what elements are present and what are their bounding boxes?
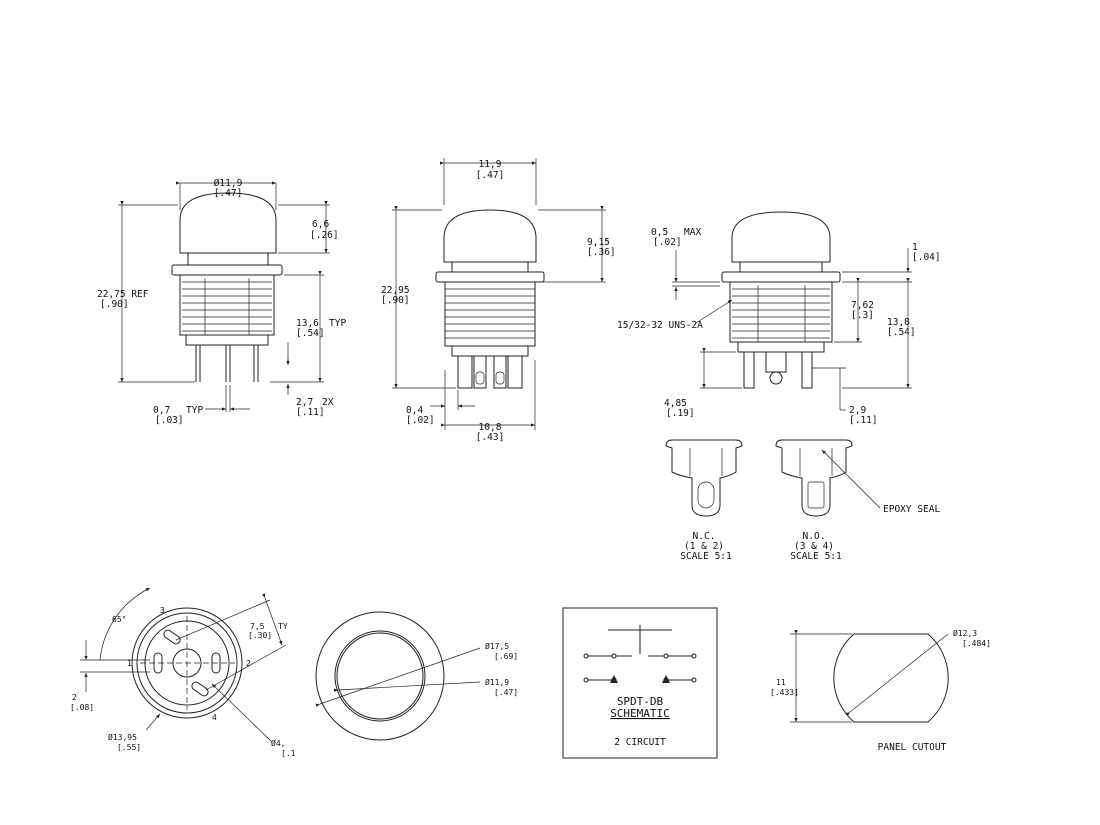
dim-pin-spacing-right-in: [.11]: [849, 415, 878, 426]
pin-4-label: 4: [212, 713, 217, 722]
dim-cap-diameter-in: [.47]: [214, 188, 243, 199]
dim-overall: 22,75 REF: [97, 289, 149, 300]
dim-inner-diameter: Ø11,9: [485, 677, 509, 687]
dim-mid-overall-in: [.90]: [381, 295, 410, 306]
dim-mid-overall: 22,95: [381, 285, 410, 296]
bottom-view: [80, 587, 287, 743]
epoxy-seal-label: EPOXY SEAL: [883, 504, 940, 515]
dim-body-in: [.54]: [887, 327, 916, 338]
angle-label: 65°: [112, 615, 126, 624]
no-pins: (3 & 4): [794, 541, 834, 552]
pin-3-label: 3: [160, 606, 165, 615]
dim-thread-length: 7,62: [851, 300, 874, 311]
dim-inner-diameter-in: [.47]: [494, 688, 518, 697]
dim-gap-in: [.02]: [653, 237, 682, 248]
panel-cutout: [790, 629, 949, 723]
dim-offset: 2: [72, 693, 77, 702]
pin-1-label: 1: [127, 659, 132, 668]
dim-cutout-flat-in: [.433]: [770, 688, 799, 697]
left-side-view: [118, 181, 330, 412]
dim-mid-width: 11,9: [479, 159, 502, 170]
dim-pin-length: 4,85: [664, 398, 687, 409]
dim-mid-cap-height-in: [.36]: [587, 247, 616, 258]
pin-2-label: 2: [246, 659, 251, 668]
dim-body-diameter-in: [.55]: [117, 743, 141, 752]
nc-scale: SCALE 5:1: [680, 551, 732, 562]
nc-label: N.C.: [693, 531, 716, 542]
schematic-box: [562, 607, 718, 759]
dim-mid-cap-height: 9,15: [587, 237, 610, 248]
dim-mid-width-in: [.47]: [476, 170, 505, 181]
dim-pin-spacing-in: [.11]: [296, 407, 325, 418]
dim-flange-in: [.04]: [912, 252, 941, 263]
dim-mid-pin-offset: 0,4: [406, 405, 423, 416]
dim-hole: Ø4,: [271, 738, 285, 748]
dim-hole-in: [.1: [281, 749, 296, 758]
dim-cap-height: 6,6: [312, 219, 329, 230]
dim-cap-diameter: Ø11,9: [214, 178, 243, 189]
dim-offset-in: [.08]: [70, 703, 94, 712]
middle-side-view: [392, 158, 606, 430]
schematic-title: SPDT-DB: [617, 695, 664, 708]
dim-outer-diameter-in: [.69]: [494, 652, 518, 661]
dim-pin-spacing-2x: 2X: [322, 397, 334, 408]
dim-pin-spacing-right: 2,9: [849, 405, 866, 416]
dim-overall-in: [.90]: [100, 299, 129, 310]
contact-details: [665, 439, 881, 517]
dim-gap: 0,5: [651, 227, 668, 238]
dim-thread-typ: TYP: [329, 318, 346, 329]
dim-body-diameter: Ø13,95: [108, 732, 137, 742]
dim-thread: 13,6: [296, 318, 319, 329]
dim-pin-length-in: [.19]: [666, 408, 695, 419]
panel-cutout-label: PANEL CUTOUT: [878, 742, 947, 753]
dim-thread-in: [.54]: [296, 328, 325, 339]
dim-cutout-diameter-in: [.484]: [962, 639, 991, 648]
schematic-circuit: 2 CIRCUIT: [614, 737, 666, 748]
top-view: [315, 611, 481, 741]
no-label: N.O.: [803, 531, 826, 542]
schematic-subtitle: SCHEMATIC: [610, 707, 670, 720]
dim-cutout-diameter: Ø12,3: [953, 628, 977, 638]
dim-pin-pitch-typ: TY: [278, 622, 288, 631]
no-scale: SCALE 5:1: [790, 551, 842, 562]
dim-thread-length-in: [.3]: [851, 310, 874, 321]
dim-flange: 1: [912, 242, 918, 253]
dim-pin-pitch-in: [.30]: [248, 631, 272, 640]
dim-outer-diameter: Ø17,5: [485, 641, 509, 651]
dim-mid-pin-span: 10,8: [479, 422, 502, 433]
dim-pin-width-in: [.03]: [155, 415, 184, 426]
dim-gap-max: MAX: [684, 227, 701, 238]
dim-body: 13,8: [887, 317, 910, 328]
nc-pins: (1 & 2): [684, 541, 724, 552]
right-side-view: [672, 211, 912, 411]
dim-pin-pitch: 7,5: [250, 622, 265, 631]
dim-pin-width-typ: TYP: [186, 405, 203, 416]
cap-shape: [179, 192, 277, 254]
dim-cap-height-in: [.26]: [310, 230, 339, 241]
thread-spec: 15/32-32 UNS-2A: [617, 320, 703, 331]
dim-pin-width: 0,7: [153, 405, 170, 416]
dim-pin-spacing: 2,7: [296, 397, 313, 408]
dim-mid-pin-offset-in: [.02]: [406, 415, 435, 426]
dim-mid-pin-span-in: [.43]: [476, 432, 505, 443]
dim-cutout-flat: 11: [776, 678, 786, 687]
